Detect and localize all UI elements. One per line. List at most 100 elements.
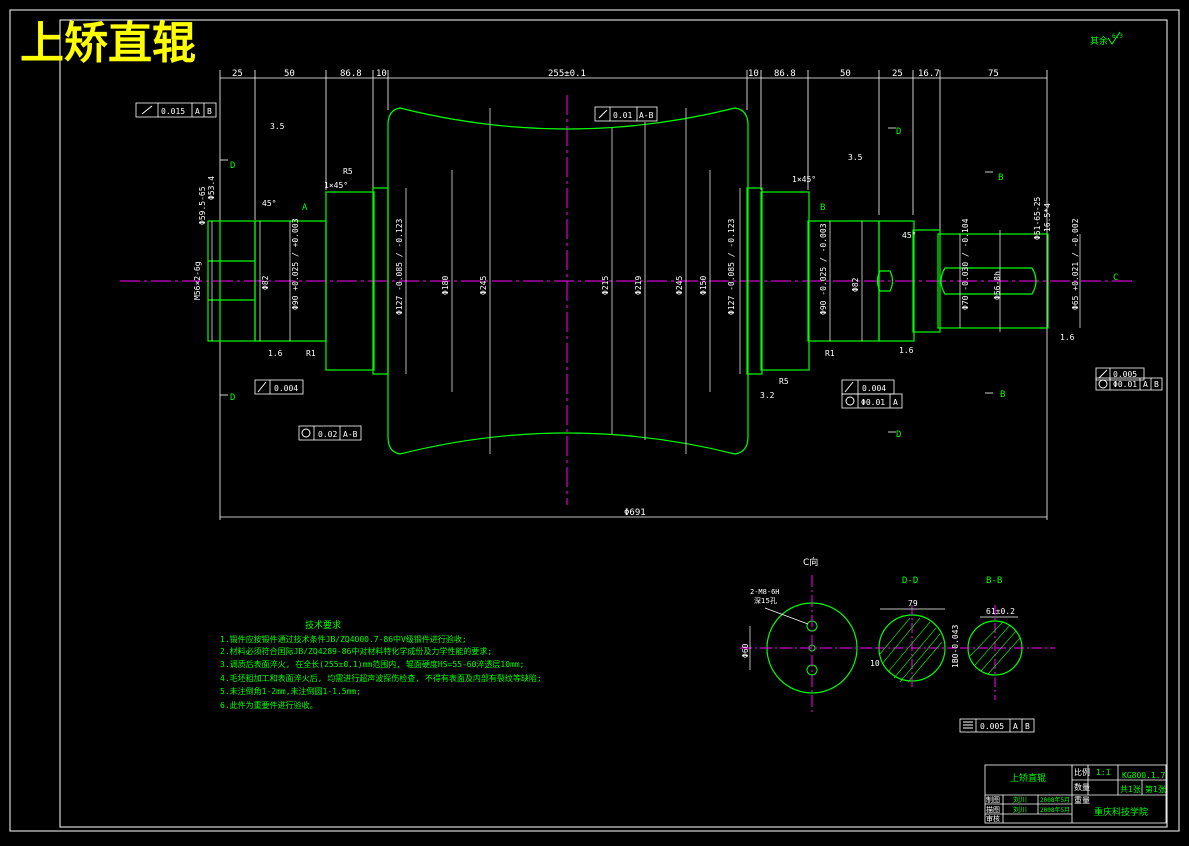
tb-school: 重庆科技学院 (1094, 806, 1148, 818)
dim-top-9: 16.7 (918, 69, 940, 79)
label-d127-left: Φ127 -0.085 / -0.123 (395, 218, 404, 315)
tech-heading: 技术要求 (305, 619, 341, 631)
concentricity-icon (301, 428, 311, 438)
label-ra-1: 1.6 (268, 349, 283, 358)
label-d90-right: Φ90 -0.025 / -0.003 (819, 223, 828, 315)
tech-line-1: 1.锻件应按锻件通过技术条件JB/ZQ4000.7-86中V级锻件进行验收; (220, 634, 467, 644)
tb-check-name: 刘川 (1013, 805, 1027, 814)
tb-part-name: 上矫直辊 (1010, 772, 1046, 784)
title-block (984, 764, 1167, 824)
label-d70: Φ70 -0.030 / -0.104 (961, 218, 970, 310)
label-ra-3: 1.6 (1060, 333, 1075, 342)
tech-line-3: 3.调质后表面淬火, 在全长(255±0.1)mm范围内, 辊面硬度HS=55-… (220, 659, 525, 669)
tb-sheet: 第1张 (1145, 784, 1166, 794)
title-block-texts: 上矫直辊 比例 1:1 数量 KG800.1.7 共1张 第1张 制图 刘川 2… (986, 767, 1166, 823)
dd-section: D-D 79 1B0-0.043 10 (870, 576, 960, 690)
label-45-right: 45° (902, 231, 916, 240)
tb-scale-label: 比例 (1074, 767, 1090, 777)
svg-text:Φ0.01: Φ0.01 (861, 398, 885, 407)
tb-drawing-no: KG800.1.7 (1122, 771, 1166, 780)
label-35-left: 3.5 (270, 122, 285, 131)
tb-check-date: 2008年5月 (1040, 806, 1070, 814)
svg-text:A: A (195, 107, 200, 116)
tech-requirements: 技术要求 1.锻件应按锻件通过技术条件JB/ZQ4000.7-86中V级锻件进行… (220, 619, 542, 710)
roll-body (207, 107, 1049, 455)
marker-d-right-bot: D (896, 430, 901, 440)
misc-labels: R5 R5 R1 R1 45° 45° 1×45° 1×45° 3.5 3.5 … (262, 122, 1075, 400)
tech-line-2: 2.材料必须符合国际JB/ZQ4289-86中对材料特化学成份及力学性能的要求; (220, 646, 492, 656)
tb-draw-date: 2008年5月 (1040, 796, 1070, 804)
label-45-left: 45° (262, 199, 276, 208)
label-d65: Φ65 +0.021 / -0.002 (1071, 218, 1080, 310)
label-m56-b: Φ59.5-65 (198, 186, 207, 225)
label-r1-left: R1 (306, 349, 316, 358)
dim-top-5: 10 (748, 69, 759, 79)
roughness-symbol-icon (1107, 31, 1121, 45)
tech-line-6: 6.此件为重要件进行验收。 (220, 700, 318, 710)
label-d245-left: Φ245 (479, 276, 488, 295)
tb-weight-label: 重量 (1074, 795, 1090, 805)
svg-text:A-B: A-B (343, 430, 358, 439)
roughness-note: 其余 (1090, 35, 1108, 47)
cylindricity-icon (1098, 369, 1108, 379)
dim-top-2: 86.8 (340, 69, 362, 79)
dd-width: 79 (908, 599, 918, 608)
top-dimension-texts: 25 50 86.8 10 255±0.1 10 86.8 50 25 16.7… (232, 69, 999, 518)
dim-top-3: 10 (376, 69, 387, 79)
marker-c: C (1113, 273, 1118, 283)
datum-b-marker: B (820, 203, 825, 213)
svg-text:A-B: A-B (639, 111, 654, 120)
cylindricity-icon (257, 381, 267, 393)
datum-a-marker: A (302, 203, 308, 213)
tb-check-label: 描图 (986, 805, 1000, 814)
diameter-labels: M56×2-6g Φ59.5-65 Φ53.4 Φ82 Φ90 +0.025 /… (193, 176, 1080, 315)
svg-text:0.02: 0.02 (318, 430, 337, 439)
dim-top-7: 50 (840, 69, 851, 79)
tol-symmetry: 0.005 A B (959, 718, 1035, 733)
section-letters: D D D D B B C A B (230, 127, 1118, 440)
svg-text:A: A (1013, 722, 1018, 731)
svg-text:0.004: 0.004 (862, 384, 886, 393)
label-r5-right: R5 (779, 377, 789, 386)
tol-cyl-right: 0.004 (841, 379, 895, 395)
outer-border (9, 9, 1180, 832)
svg-text:B: B (1154, 380, 1159, 389)
tol-runout-left: 0.015 A B (135, 102, 217, 118)
inner-border (59, 19, 1168, 828)
c-view-title: C向 (803, 556, 818, 568)
tol-runout-mid: 0.01 A-B (594, 106, 658, 122)
dim-top-4: 255±0.1 (548, 69, 586, 79)
tech-line-5: 5.未注倒角1-2mm,未注倒圆1-1.5mm; (220, 686, 361, 696)
tol-cyl-left: 0.004 (254, 379, 304, 395)
tb-scale: 1:1 (1096, 768, 1111, 777)
label-d127-right: Φ127 -0.085 / -0.123 (727, 218, 736, 315)
svg-text:B: B (207, 107, 212, 116)
svg-text:Φ0.01: Φ0.01 (1113, 380, 1137, 389)
svg-text:0.005: 0.005 (1113, 370, 1137, 379)
marker-d-left-bot: D (230, 393, 235, 403)
label-d245-right: Φ245 (675, 276, 684, 295)
tb-sheets: 共1张 (1120, 785, 1141, 794)
svg-text:B: B (1025, 722, 1030, 731)
dim-top-0: 25 (232, 69, 243, 79)
marker-b-top: B (998, 173, 1003, 183)
c-view: C向 2-M8-6H 深15孔 Φ60 (740, 556, 880, 715)
label-d150: Φ150 (699, 276, 708, 295)
label-d90-left: Φ90 +0.025 / +0.003 (291, 218, 300, 310)
label-ra-4: 3.2 (760, 391, 775, 400)
dd-title: D-D (902, 576, 918, 586)
label-35-right: 3.5 (848, 153, 863, 162)
bb-section: B-B 61±0.2 (960, 576, 1055, 700)
bb-title: B-B (986, 576, 1002, 586)
tb-draw-name: 刘川 (1013, 795, 1027, 804)
diameter-lines (211, 108, 1081, 454)
marker-d-right-top: D (896, 127, 901, 137)
svg-text:A: A (893, 398, 898, 407)
dim-top-1: 50 (284, 69, 295, 79)
c-view-dim: Φ60 (741, 643, 750, 658)
label-chamfer-right: 1×45° (792, 175, 816, 184)
tol-conc-right: Φ0.01 A (841, 393, 903, 409)
tb-review-label: 审核 (986, 814, 1000, 823)
dd-height: 1B0-0.043 (951, 624, 960, 668)
